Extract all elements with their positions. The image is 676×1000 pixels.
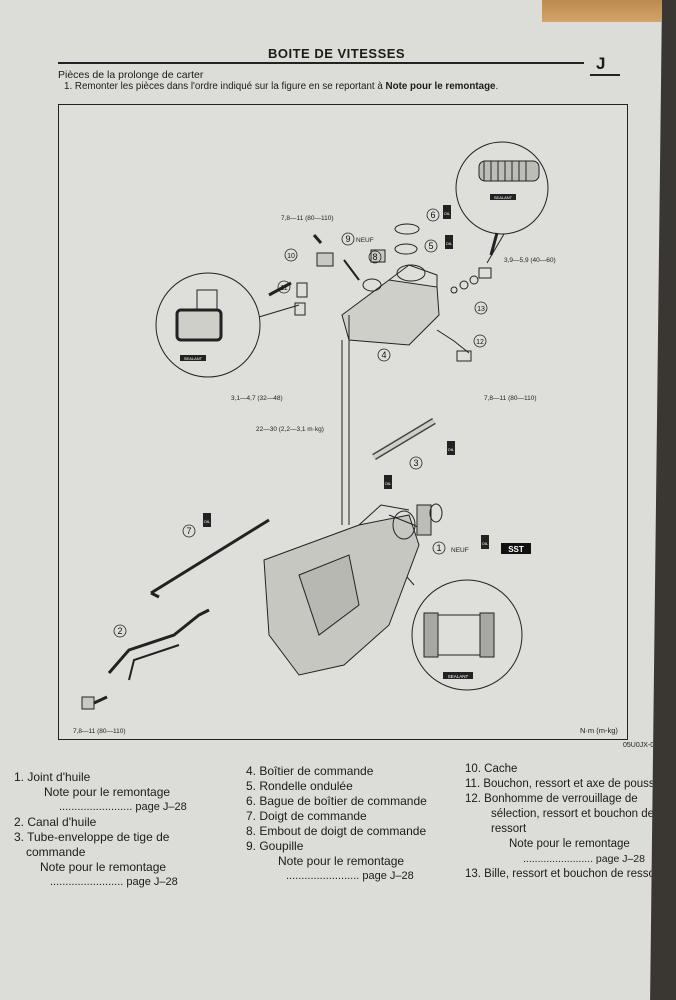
oil-seal-part <box>429 503 443 523</box>
sealant-label-left: SEALANT <box>184 356 203 361</box>
sealant-label-bottom: SEALANT <box>448 674 469 679</box>
legend-item-continued: sélection, ressort et bouchon de <box>491 808 655 820</box>
page-number: J–2 <box>656 906 668 930</box>
callout-2: 2 <box>117 626 122 636</box>
figure-code: 05U0JX-026 <box>623 742 662 749</box>
section-title: Pièces de la prolonge de carter <box>58 69 204 81</box>
legend-item: 6. Bague de boîtier de commande <box>246 794 427 808</box>
legend-item: 3. Tube-enveloppe de tige de <box>14 830 170 844</box>
detail-circle-top <box>455 141 549 235</box>
legend-page-ref: ........................ page J–28 <box>523 853 645 865</box>
legend-item: 4. Boîtier de commande <box>246 764 374 778</box>
sealant-label-top: SEALANT <box>494 195 513 200</box>
header-rule-right <box>590 74 620 76</box>
background-object <box>542 0 662 22</box>
figure-units: N·m (m-kg) <box>580 726 618 735</box>
section-letter: J <box>596 54 606 73</box>
legend-item: 1. Joint d'huile <box>14 770 91 784</box>
legend-note: Note pour le remontage <box>509 838 630 850</box>
legend-item: 2. Canal d'huile <box>14 815 97 829</box>
oil-channel-part <box>107 608 210 674</box>
torque-label: 3,1—4,7 (32—48) <box>231 395 283 402</box>
wave-washer-part <box>394 223 420 235</box>
new-part-label: NEUF <box>356 237 374 244</box>
threaded-plug-detail <box>478 160 540 182</box>
legend-item: 13. Bille, ressort et bouchon de ressort <box>465 868 661 880</box>
legend-item: 7. Doigt de commande <box>246 809 367 823</box>
oil-label: OIL <box>385 481 392 486</box>
control-rod-part <box>150 518 270 595</box>
callout-1: 1 <box>436 543 441 553</box>
oil-can-icon <box>481 535 489 549</box>
legend-page-ref: ........................ page J–28 <box>50 876 178 888</box>
callout-8: 8 <box>372 252 377 262</box>
callout-9: 9 <box>345 234 350 244</box>
callout-10: 10 <box>287 253 295 260</box>
detail-circle-left <box>155 272 261 378</box>
legend-item-continued: commande <box>26 845 86 859</box>
ring-part <box>394 243 418 255</box>
torque-label: 3,9—5,9 (40—60) <box>504 257 556 264</box>
legend-item: 12. Bonhomme de verrouillage de <box>465 793 638 805</box>
detail-circle-bottom <box>411 579 523 691</box>
legend-column-1: 1. Joint d'huile Note pour le remontage … <box>14 770 234 890</box>
legend-page-ref: ........................ page J–28 <box>286 870 414 882</box>
legend-item: 11. Bouchon, ressort et axe de poussée <box>465 778 661 790</box>
oil-can-icon <box>384 475 392 489</box>
torque-label: 7,8—11 (80—110) <box>73 728 126 735</box>
diagram-svg: SEALANT SEALANT SEALANT OIL OIL OIL OIL … <box>73 141 556 735</box>
page-header-title: BOITE DE VITESSES <box>268 46 406 61</box>
oil-label: OIL <box>482 541 489 546</box>
legend-note: Note pour le remontage <box>44 785 171 799</box>
header-rule <box>58 62 584 64</box>
callout-6: 6 <box>430 210 435 220</box>
oil-can-icon <box>443 205 451 219</box>
oil-label: OIL <box>204 519 211 524</box>
callout-11: 11 <box>280 285 287 292</box>
callout-13: 13 <box>477 306 485 313</box>
oil-can-icon <box>445 235 453 249</box>
legend-item: 5. Rondelle ondulée <box>246 779 353 793</box>
oil-label: OIL <box>446 241 453 246</box>
legend-column-2: 4. Boîtier de commande 5. Rondelle ondul… <box>246 764 461 884</box>
legend-item: 9. Goupille <box>246 839 304 853</box>
legend-column-3: 10. Cache 11. Bouchon, ressort et axe de… <box>465 762 661 882</box>
legend-item: 10. Cache <box>465 763 518 775</box>
instruction-prefix: 1. Remonter les pièces dans l'ordre indi… <box>64 81 386 92</box>
oil-label: OIL <box>448 447 455 452</box>
torque-label: 7,8—11 (80—110) <box>281 215 334 222</box>
instruction-note-link: Note pour le remontage <box>385 81 496 92</box>
legend-item: 8. Embout de doigt de commande <box>246 824 427 838</box>
callout-5: 5 <box>428 241 433 251</box>
oil-can-icon <box>203 513 211 527</box>
legend-page-ref: ........................ page J–28 <box>59 801 187 813</box>
legend-note: Note pour le remontage <box>40 860 167 874</box>
callout-7: 7 <box>186 526 191 536</box>
instruction-suffix: . <box>495 81 499 92</box>
torque-label: 7,8—11 (80—110) <box>484 395 537 402</box>
callout-4: 4 <box>381 350 386 360</box>
callout-12: 12 <box>476 339 484 346</box>
oil-can-icon <box>447 441 455 455</box>
callout-3: 3 <box>413 458 418 468</box>
legend-item-continued: ressort <box>491 823 527 835</box>
exploded-diagram: SEALANT SEALANT SEALANT OIL OIL OIL OIL … <box>58 104 628 740</box>
new-part-label: NEUF <box>451 547 469 554</box>
manual-page: BOITE DE VITESSES J Pièces de la prolong… <box>0 0 662 1000</box>
sst-badge: SST <box>508 545 524 554</box>
instruction-text: 1. Remonter les pièces dans l'ordre indi… <box>64 81 498 92</box>
torque-label: 22—30 (2,2—3,1 m·kg) <box>256 426 324 433</box>
oil-label: OIL <box>444 211 451 216</box>
legend-note: Note pour le remontage <box>278 854 405 868</box>
